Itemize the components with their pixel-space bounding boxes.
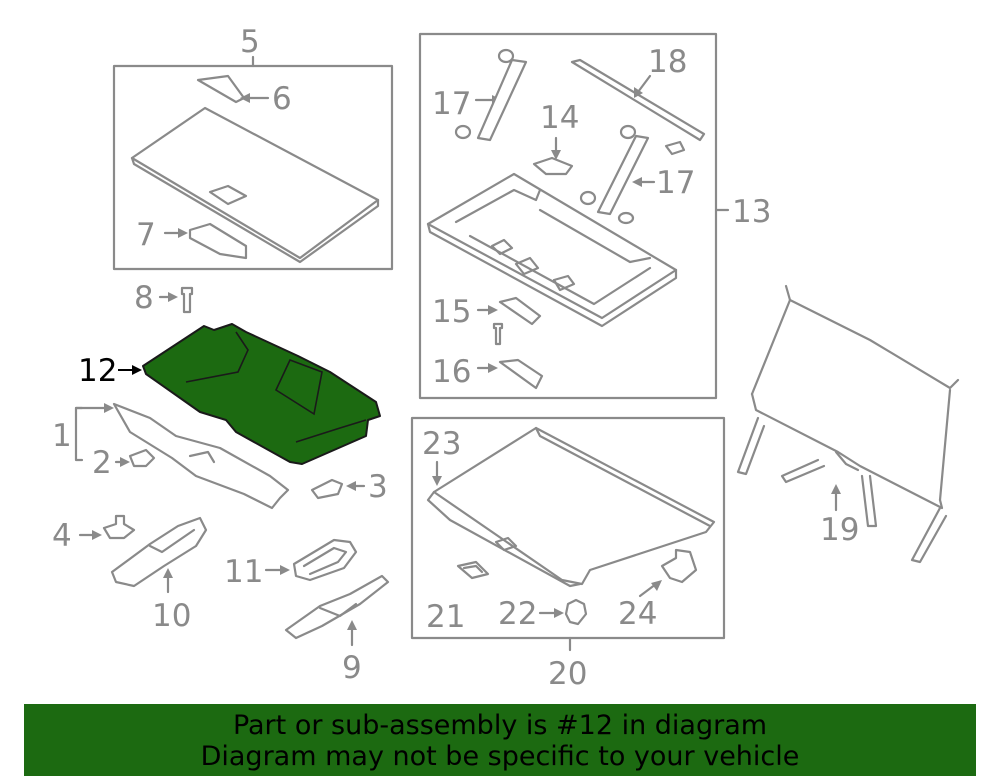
part-22[interactable]	[564, 598, 588, 626]
label-22[interactable]: 22	[498, 596, 537, 632]
part-4-group: 4	[52, 514, 136, 554]
label-18[interactable]: 18	[648, 44, 687, 80]
label-15[interactable]: 15	[432, 294, 471, 330]
label-20[interactable]: 20	[548, 656, 587, 692]
part-3-group: 3	[310, 469, 388, 505]
part-8[interactable]	[180, 286, 194, 314]
label-24[interactable]: 24	[618, 596, 657, 632]
part-9-group: 9	[284, 574, 390, 686]
part-12-highlighted[interactable]	[142, 323, 381, 465]
banner-line-2: Diagram may not be specific to your vehi…	[200, 741, 800, 772]
part-11[interactable]	[292, 538, 358, 582]
part-4[interactable]	[102, 514, 136, 540]
info-banner: Part or sub-assembly is #12 in diagram D…	[24, 704, 976, 776]
label-13[interactable]: 13	[732, 194, 771, 230]
part-16[interactable]	[498, 358, 544, 390]
part-9[interactable]	[284, 574, 390, 640]
label-23[interactable]: 23	[422, 426, 461, 462]
label-5[interactable]: 5	[240, 24, 260, 60]
label-14[interactable]: 14	[540, 100, 579, 136]
label-3[interactable]: 3	[368, 469, 388, 505]
parts-diagram: 5 6 7 8 12 1 2	[52, 24, 960, 692]
label-19[interactable]: 19	[820, 512, 859, 548]
part-17-left[interactable]	[476, 58, 528, 142]
group-13-frame	[418, 32, 718, 400]
part-19-group: 19	[736, 284, 960, 564]
group-20: 20 23 21 22 24	[410, 416, 726, 692]
label-10[interactable]: 10	[152, 598, 191, 634]
label-21[interactable]: 21	[426, 599, 465, 635]
part-18[interactable]	[570, 58, 706, 142]
part-8-group: 8	[134, 280, 194, 316]
label-2[interactable]: 2	[92, 445, 112, 481]
part-12-group: 12	[78, 323, 381, 465]
label-4[interactable]: 4	[52, 518, 72, 554]
label-6[interactable]: 6	[272, 81, 292, 117]
banner-line-1: Part or sub-assembly is #12 in diagram	[232, 710, 768, 741]
group-5: 5 6 7	[112, 24, 394, 271]
label-12[interactable]: 12	[78, 353, 117, 389]
group-13: 13 17 18 14 17 15	[418, 32, 771, 400]
part-19[interactable]	[784, 284, 960, 390]
part-3[interactable]	[310, 478, 344, 500]
group-20-frame	[410, 416, 726, 640]
part-17-right[interactable]	[596, 134, 650, 216]
label-17a[interactable]: 17	[432, 86, 471, 122]
part-11-group: 11	[224, 538, 358, 590]
part-24[interactable]	[660, 548, 698, 584]
label-17b[interactable]: 17	[656, 165, 695, 201]
label-16[interactable]: 16	[432, 354, 471, 390]
part-1[interactable]	[112, 402, 290, 510]
label-7[interactable]: 7	[136, 217, 156, 253]
part-10[interactable]	[110, 516, 208, 588]
part-15[interactable]	[498, 296, 542, 326]
part-14[interactable]	[532, 156, 574, 176]
part-7[interactable]	[188, 222, 248, 260]
part-6[interactable]	[196, 74, 246, 104]
label-8[interactable]: 8	[134, 280, 154, 316]
label-1[interactable]: 1	[52, 418, 72, 454]
part-2[interactable]	[128, 448, 156, 468]
part-1-group: 1 2	[52, 402, 290, 510]
part-20-cover[interactable]	[432, 426, 716, 586]
part-21[interactable]	[456, 560, 490, 580]
label-9[interactable]: 9	[342, 650, 362, 686]
label-11[interactable]: 11	[224, 554, 263, 590]
part-10-group: 10	[110, 516, 208, 634]
